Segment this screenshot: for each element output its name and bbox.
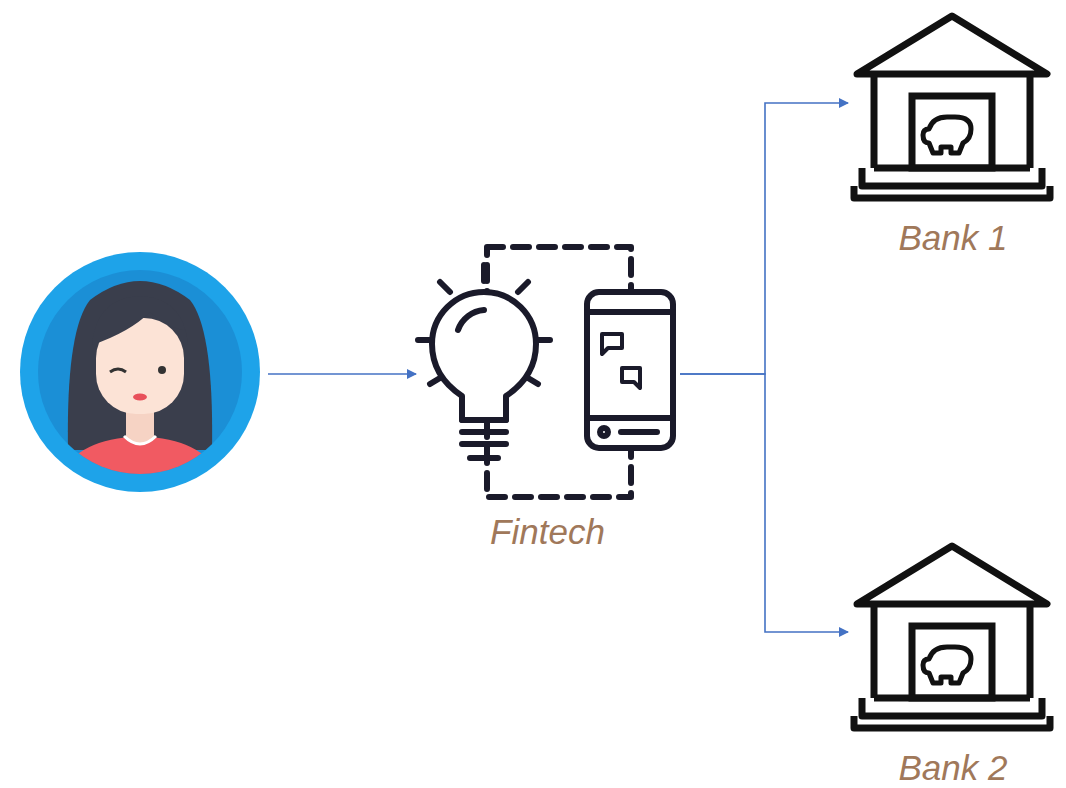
fintech-node: Fintech: [415, 242, 680, 552]
flow-connector: [680, 103, 848, 374]
fintech-icon: [418, 247, 673, 497]
person-avatar: [20, 252, 260, 500]
node-label: Fintech: [490, 512, 605, 552]
bank-node: Bank 2: [848, 540, 1058, 788]
node-label: Bank 1: [899, 218, 1008, 258]
flow-arrow: [268, 373, 416, 375]
flow-connector: [680, 374, 848, 632]
node-label: Bank 2: [899, 748, 1008, 788]
bank-node: Bank 1: [848, 10, 1058, 258]
bank-icon: [854, 16, 1050, 198]
bank-icon: [854, 546, 1050, 728]
